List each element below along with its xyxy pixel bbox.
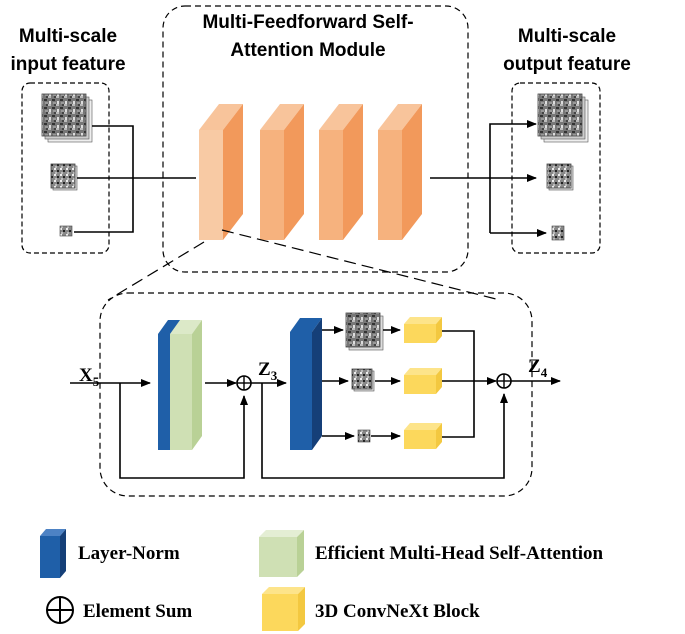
output-feature-box [511, 82, 601, 254]
output-feature-large [537, 93, 589, 143]
legend-attention-swatch [259, 530, 304, 577]
legend-layernorm-label: Layer-Norm [78, 543, 180, 564]
branch-feature-medium [351, 368, 375, 392]
element-sum-2 [496, 373, 512, 389]
orange-block-4 [378, 104, 422, 240]
input-feature-box [21, 82, 110, 254]
input-feature-large [41, 93, 93, 143]
module-box [162, 5, 469, 273]
output-feature-small [551, 225, 565, 241]
zoom-line-left [107, 241, 205, 301]
legend-convnext-swatch [262, 587, 305, 631]
input-feature-small [59, 225, 73, 237]
residual-path-1 [119, 383, 248, 479]
output-title-line1: Multi-scale [518, 26, 616, 47]
legend-sum-label: Element Sum [83, 601, 192, 622]
detail-box [99, 292, 533, 497]
output-feature-medium [546, 163, 574, 191]
z3-label: Z3 [258, 359, 278, 383]
branch-feature-small [357, 429, 371, 443]
element-sum-1 [236, 375, 252, 391]
legend-sum-swatch [46, 596, 74, 624]
convnext-block-bottom [404, 423, 442, 449]
residual-path-2 [261, 383, 508, 479]
module-title-line2: Attention Module [230, 40, 385, 61]
orange-block-1 [199, 104, 243, 240]
convnext-block-top [404, 317, 442, 343]
z4-label: Z4 [528, 356, 548, 380]
convnext-block-middle [404, 368, 442, 394]
legend-attention-label: Efficient Multi-Head Self-Attention [315, 543, 604, 564]
output-title-line2: output feature [503, 54, 631, 75]
zoom-line-right [221, 229, 501, 301]
legend-layernorm-swatch [40, 529, 66, 578]
input-title-line1: Multi-scale [19, 26, 117, 47]
branch-feature-large [345, 312, 384, 351]
orange-block-3 [319, 104, 363, 240]
input-connector-bottom [74, 178, 134, 233]
input-title-line2: input feature [10, 54, 125, 75]
x5-label: X5 [79, 365, 100, 389]
legend-convnext-label: 3D ConvNeXt Block [315, 601, 480, 622]
input-feature-medium [50, 163, 78, 191]
layernorm-attention-block [158, 320, 202, 450]
output-branch-line [489, 120, 537, 233]
module-title-line1: Multi-Feedforward Self- [202, 12, 413, 33]
input-connector-top [92, 125, 134, 178]
merge-top [442, 330, 475, 381]
layernorm-block-2 [290, 318, 322, 450]
orange-block-2 [260, 104, 304, 240]
merge-bottom [442, 381, 475, 438]
